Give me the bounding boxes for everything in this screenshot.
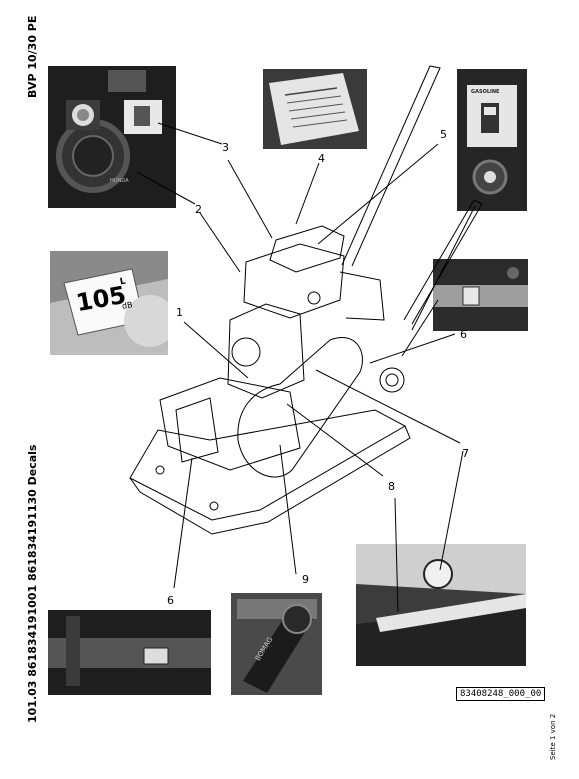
- photo-lifting-decal: [356, 544, 526, 666]
- callout-3: 3: [222, 141, 229, 154]
- page-label: Seite 1 von 2: [549, 713, 557, 760]
- photo-handle-decal-left: [48, 610, 211, 695]
- gasoline-label-text: GASOLINE: [471, 89, 500, 95]
- callout-6-left: 6: [167, 594, 174, 607]
- callout-8: 8: [388, 480, 395, 493]
- callout-5: 5: [440, 128, 447, 141]
- photo-info-sticker: [263, 69, 367, 149]
- callout-7: 7: [462, 447, 469, 460]
- callout-6-right: 6: [460, 328, 467, 341]
- photo-handle-decal-right: [433, 259, 528, 331]
- photo-noise-decal: 105 L dB: [50, 251, 168, 355]
- callout-9: 9: [302, 573, 309, 586]
- photo-belt-guard: BOMAG: [231, 593, 322, 695]
- photo-engine-decals: HONDA: [48, 66, 176, 208]
- engine-brand-text: HONDA: [110, 178, 129, 184]
- callout-1: 1: [176, 306, 183, 319]
- callout-2: 2: [195, 203, 202, 216]
- part-number: 83408248_000_00: [456, 687, 546, 701]
- callout-4: 4: [318, 152, 325, 165]
- photo-gasoline-decal: GASOLINE: [457, 69, 527, 211]
